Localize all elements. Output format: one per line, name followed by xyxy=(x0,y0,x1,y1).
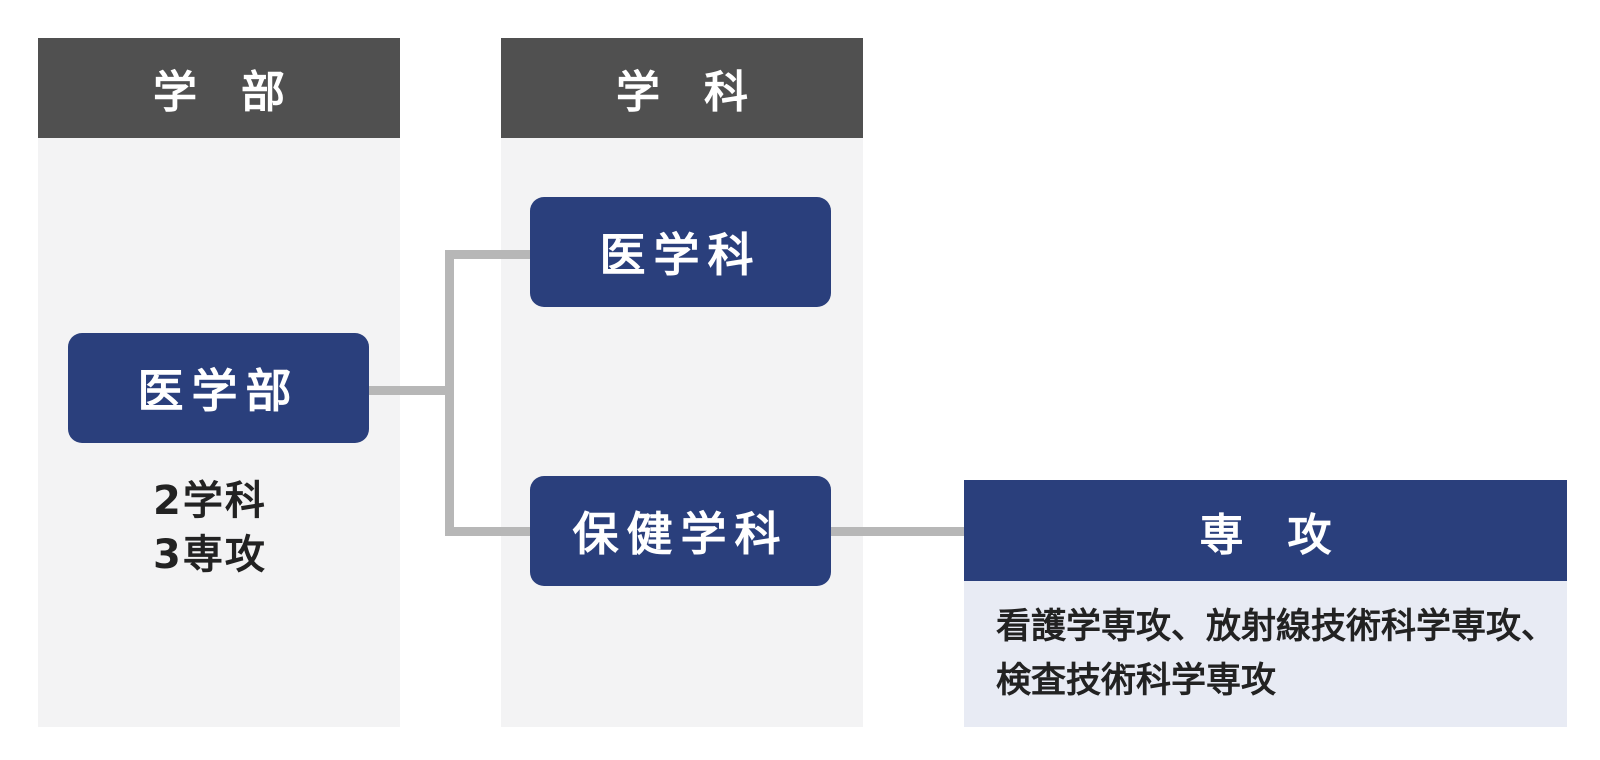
senko-list-line1: 看護学専攻、放射線技術科学専攻、 xyxy=(996,607,1557,647)
connector-faculty-horizontal xyxy=(369,386,447,395)
faculty-summary-majors: 3専攻 xyxy=(153,532,267,578)
faculty-node[interactable]: 医学部 xyxy=(68,333,369,443)
senko-box: 専 攻 看護学専攻、放射線技術科学専攻、 検査技術科学専攻 xyxy=(964,480,1567,727)
connector-senko-horizontal xyxy=(830,527,966,536)
dept-medicine-node[interactable]: 医学科 xyxy=(530,197,831,307)
senko-list-line2: 検査技術科学専攻 xyxy=(996,661,1277,701)
gakka-column: 学 科 xyxy=(501,38,863,727)
senko-header: 専 攻 xyxy=(964,480,1567,581)
senko-list: 看護学専攻、放射線技術科学専攻、 検査技術科学専攻 xyxy=(996,600,1556,708)
connector-vertical xyxy=(445,250,454,536)
connector-medicine-horizontal xyxy=(445,250,532,259)
faculty-summary-departments: 2学科 xyxy=(153,478,267,524)
dept-health-node[interactable]: 保健学科 xyxy=(530,476,831,586)
gakka-header: 学 科 xyxy=(501,38,863,138)
gakubu-header: 学 部 xyxy=(38,38,400,138)
faculty-summary: 2学科 3専攻 xyxy=(153,474,267,582)
connector-health-horizontal xyxy=(445,527,532,536)
